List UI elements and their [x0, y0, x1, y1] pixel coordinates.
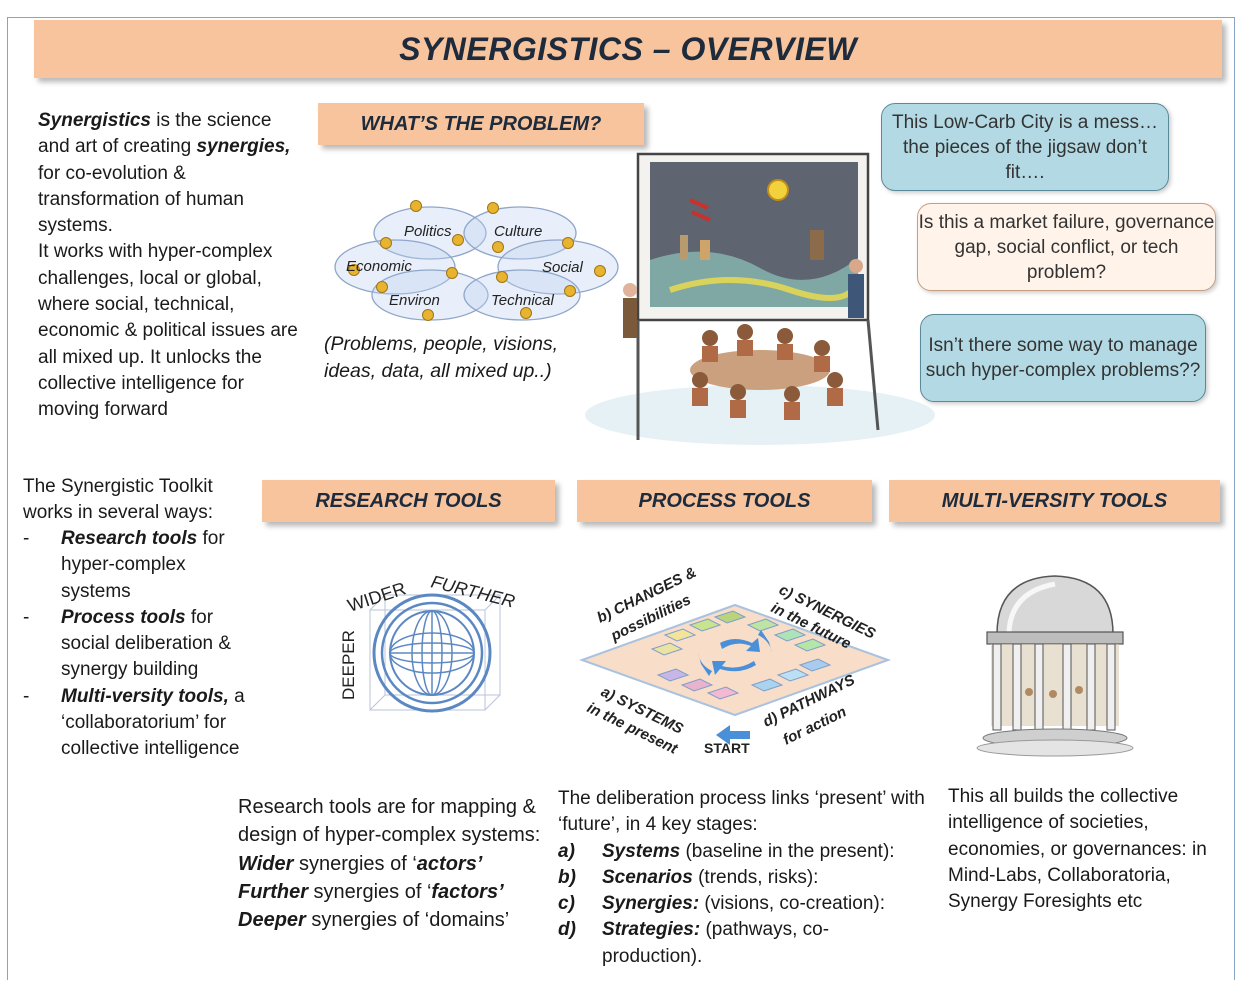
collaboratorium-dome-illustration: [976, 575, 1134, 757]
intro-text-a: is the science and art of creating: [38, 110, 272, 158]
process-stage-a: a)Systems (baseline in the present):: [558, 840, 895, 862]
intro-term: Synergistics: [38, 110, 151, 131]
toolkit-list: - Research tools for hyper-complex syste…: [23, 526, 253, 763]
meeting-illustration: [585, 152, 935, 445]
page-frame: [7, 17, 1235, 980]
multiversity-tools-text: This all builds the collective intellige…: [948, 786, 1207, 913]
toolkit-item-process: - Process tools for social deliberation …: [23, 606, 232, 681]
process-cycle-diagram: b) CHANGES & possibilities c) SYNERGIES …: [579, 565, 891, 758]
process-tools-heading: PROCESS TOOLS: [577, 480, 872, 522]
label-further: FURTHER: [429, 571, 517, 611]
venn-label-social: Social: [542, 259, 584, 276]
intro-text-c: It works with hyper-complex challenges, …: [38, 241, 298, 421]
venn-label-culture: Culture: [494, 223, 542, 240]
research-sphere-diagram: WIDER FURTHER DEEPER: [339, 571, 517, 713]
start-label: START: [704, 740, 750, 756]
research-tools-text: Research tools are for mapping & design …: [238, 796, 541, 932]
toolkit-intro: The Synergistic Toolkit works in several…: [23, 476, 214, 524]
process-stage-d: d)Strategies: (pathways, co-production).: [558, 919, 830, 967]
speech-bubble-low-carb: This Low-Carb City is a mess… the pieces…: [881, 103, 1169, 191]
speech-bubble-hyper-complex: Isn’t there some way to manage such hype…: [920, 314, 1206, 402]
toolkit-item-research: - Research tools for hyper-complex syste…: [23, 528, 225, 602]
venn-label-environ: Environ: [389, 292, 440, 309]
problem-heading: WHAT’S THE PROBLEM?: [318, 103, 644, 145]
process-stage-b: b)Scenarios (trends, risks):: [558, 866, 819, 888]
intro-text-b: for co-evolution & transformation of hum…: [38, 162, 244, 237]
venn-label-politics: Politics: [404, 223, 452, 240]
intro-paragraph: Synergistics is the science and art of c…: [38, 108, 306, 424]
page-title: SYNERGISTICS – OVERVIEW: [34, 20, 1222, 78]
process-tools-text: The deliberation process links ‘present’…: [558, 786, 928, 970]
venn-label-technical: Technical: [491, 292, 554, 309]
process-intro: The deliberation process links ‘present’…: [558, 788, 925, 836]
speech-bubble-market-failure: Is this a market failure, governance gap…: [917, 203, 1216, 291]
process-stage-c: c)Synergies: (visions, co-creation):: [558, 893, 885, 915]
toolkit-item-multiversity: - Multi-versity tools, a ‘collaboratoriu…: [23, 685, 245, 760]
research-tools-heading: RESEARCH TOOLS: [262, 480, 555, 522]
problem-caption: (Problems, people, visions,ideas, data, …: [324, 333, 559, 382]
multiversity-tools-heading: MULTI-VERSITY TOOLS: [889, 480, 1220, 522]
domains-venn-diagram: Politics Culture Economic Social Environ…: [334, 200, 619, 321]
venn-label-economic: Economic: [346, 258, 412, 275]
label-deeper: DEEPER: [339, 630, 358, 700]
intro-term2: synergies,: [196, 136, 291, 158]
